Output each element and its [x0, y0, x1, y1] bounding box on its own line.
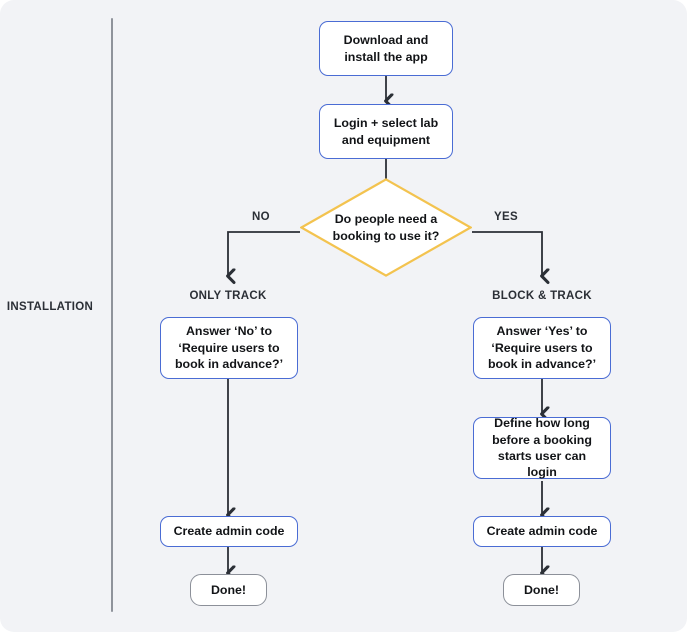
node-create-admin-code-right-label: Create admin code [486, 524, 598, 539]
lane-label-only-track: ONLY TRACK [189, 290, 267, 302]
phase-label-installation: INSTALLATION [6, 301, 94, 313]
edge-decision-yes [472, 231, 542, 276]
branch-label-no: NO [252, 211, 270, 223]
node-done-right[interactable]: Done! [503, 574, 580, 606]
node-create-admin-code-left-label: Create admin code [173, 524, 285, 539]
node-done-right-label: Done! [523, 582, 560, 597]
node-done-left-label: Done! [210, 582, 247, 597]
edge-decision-no [228, 231, 300, 276]
node-login-select-lab-label: Login + select lab and equipment [333, 116, 439, 147]
node-download-install-label: Download and install the app [343, 33, 429, 64]
lane-label-block-track: BLOCK & TRACK [492, 290, 592, 302]
node-define-login-lead-time[interactable]: Define how long before a booking starts … [473, 416, 611, 480]
node-decision-label: Do people need a booking to use it? [332, 212, 440, 243]
node-answer-no-label: Answer ‘No’ to ‘Require users to book in… [174, 324, 284, 372]
node-answer-no-require-booking[interactable]: Answer ‘No’ to ‘Require users to book in… [160, 317, 298, 379]
node-define-login-lead-time-label: Define how long before a booking starts … [492, 416, 592, 480]
node-create-admin-code-right[interactable]: Create admin code [473, 516, 611, 547]
node-answer-yes-require-booking[interactable]: Answer ‘Yes’ to ‘Require users to book i… [473, 317, 611, 379]
node-done-left[interactable]: Done! [190, 574, 267, 606]
diamond-shape [300, 178, 472, 277]
node-decision-booking-required[interactable]: Do people need a booking to use it? [300, 178, 472, 277]
node-login-select-lab[interactable]: Login + select lab and equipment [319, 104, 453, 159]
branch-label-yes: YES [494, 211, 518, 223]
node-create-admin-code-left[interactable]: Create admin code [160, 516, 298, 547]
node-download-install[interactable]: Download and install the app [319, 21, 453, 76]
phase-divider [111, 18, 113, 612]
node-answer-yes-label: Answer ‘Yes’ to ‘Require users to book i… [487, 324, 597, 372]
